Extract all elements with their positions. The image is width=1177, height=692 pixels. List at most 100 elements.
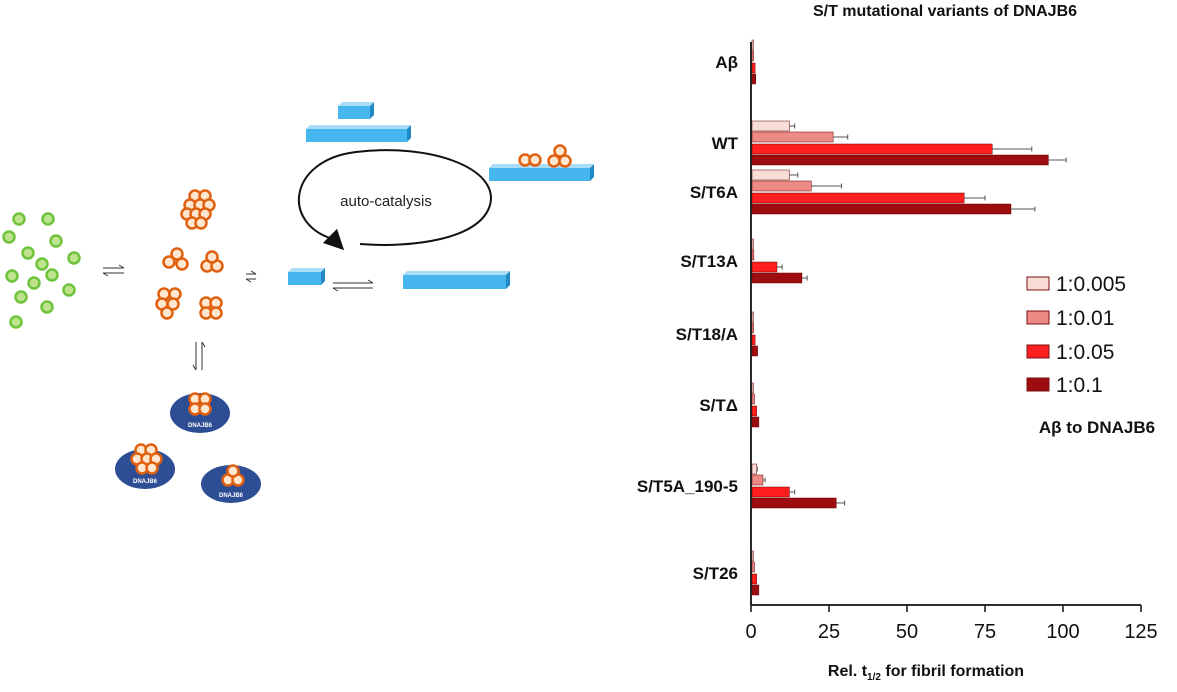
legend-label-1: 1:0.01 [1056, 307, 1114, 330]
category-label: S/T13A [680, 252, 738, 271]
nucleus-front [288, 272, 321, 285]
oligomer-unit [209, 306, 223, 320]
oligomer-unit [175, 257, 189, 271]
bar-2-2 [751, 192, 965, 204]
bar-7-1 [751, 561, 755, 573]
x-tick-label: 0 [745, 621, 756, 643]
bar-6-0 [751, 463, 757, 475]
fibril-seed-top [338, 102, 374, 106]
category-label: S/T26 [693, 564, 738, 583]
legend-swatch-1 [1026, 310, 1050, 325]
eq-oligomer-nucleus-tip-a [250, 270, 257, 275]
fibril-with-oligomers-side [590, 164, 594, 181]
eq-monomer-oligomer-tip-b [102, 272, 109, 277]
monomer [41, 212, 55, 226]
oligomer-unit [226, 464, 240, 478]
legend-swatch-2 [1026, 344, 1050, 359]
fibril-with-oligomers-front [489, 168, 590, 181]
oligomer-unit [528, 153, 542, 167]
monomer [2, 230, 16, 244]
bar-0-0 [751, 39, 754, 51]
monomer [49, 234, 63, 248]
nucleus-side [321, 268, 325, 285]
fibril-mature-front [403, 275, 506, 289]
bar-7-3 [751, 584, 760, 596]
bar-4-2 [751, 334, 756, 346]
fibril-template-side [407, 125, 411, 142]
bar-2-0 [751, 169, 790, 181]
x-tick-label: 100 [1046, 621, 1079, 643]
chaperone-complex-2-label: DNAJB6 [133, 479, 158, 485]
eq-vertical-tip-b [201, 341, 206, 348]
legend-swatch-0 [1026, 276, 1050, 291]
oligomer-unit [162, 255, 176, 269]
chart-title: S/T mutational variants of DNAJB6 [813, 3, 1077, 20]
monomer [21, 246, 35, 260]
bar-3-0 [751, 238, 754, 250]
monomer [35, 257, 49, 271]
cycle-label: auto-catalysis [340, 193, 432, 210]
bar-2-1 [751, 180, 812, 192]
bar-5-1 [751, 393, 755, 405]
legend-title: Aβ to DNAJB6 [1039, 418, 1155, 437]
category-label: S/T6A [690, 183, 738, 202]
cycle-arrow [322, 228, 345, 251]
bar-5-0 [751, 382, 754, 394]
category-label: S/TΔ [699, 396, 738, 415]
monomer [27, 276, 41, 290]
monomer [12, 212, 26, 226]
monomer [14, 290, 28, 304]
nucleus-top [288, 268, 325, 272]
x-tick-label: 50 [896, 621, 918, 643]
eq-monomer-oligomer-tip-a [118, 264, 125, 269]
category-label: S/T5A_190-5 [637, 477, 738, 496]
chaperone-complex-1-label: DNAJB6 [188, 423, 213, 429]
x-tick-label: 125 [1124, 621, 1157, 643]
bar-5-3 [751, 416, 760, 428]
monomer [9, 315, 23, 329]
oligomer-unit [205, 250, 219, 264]
oligomer-unit [194, 216, 208, 230]
eq-vertical-tip-a [192, 364, 197, 371]
bar-1-1 [751, 131, 834, 143]
category-label: Aβ [715, 53, 738, 72]
monomer [62, 283, 76, 297]
oligomer-unit [160, 306, 174, 320]
bar-6-3 [751, 497, 837, 509]
bar-4-1 [751, 322, 754, 334]
bar-1-0 [751, 120, 790, 132]
legend-label-2: 1:0.05 [1056, 341, 1114, 364]
fibril-template-front [306, 129, 407, 142]
bar-0-3 [751, 73, 756, 85]
cycle-loop [297, 149, 492, 246]
fibril-template-top [306, 125, 411, 129]
monomer [45, 268, 59, 282]
bar-7-2 [751, 573, 757, 585]
bar-4-3 [751, 345, 758, 357]
monomer [67, 251, 81, 265]
oligomer-unit [145, 461, 159, 475]
bar-6-1 [751, 474, 764, 486]
fibril-mature-top [403, 271, 510, 275]
fibril-seed-front [338, 106, 370, 119]
bar-2-3 [751, 203, 1012, 215]
category-label: S/T18/A [676, 325, 738, 344]
bar-0-1 [751, 50, 754, 62]
oligomer-unit [553, 144, 567, 158]
fibril-mature-side [506, 271, 510, 289]
bar-3-1 [751, 249, 755, 261]
monomer [40, 300, 54, 314]
bar-3-2 [751, 261, 778, 273]
bar-0-2 [751, 62, 756, 74]
category-label: WT [712, 134, 739, 153]
legend-swatch-3 [1026, 377, 1050, 392]
eq-oligomer-nucleus-tip-b [245, 278, 252, 283]
bar-1-3 [751, 154, 1049, 166]
oligomer-unit [198, 402, 212, 416]
monomer [5, 269, 19, 283]
eq-nucleus-fibril-tip-b [332, 287, 339, 292]
x-axis-label: Rel. t1/2 for fibril formation [828, 663, 1024, 683]
bar-6-2 [751, 486, 790, 498]
